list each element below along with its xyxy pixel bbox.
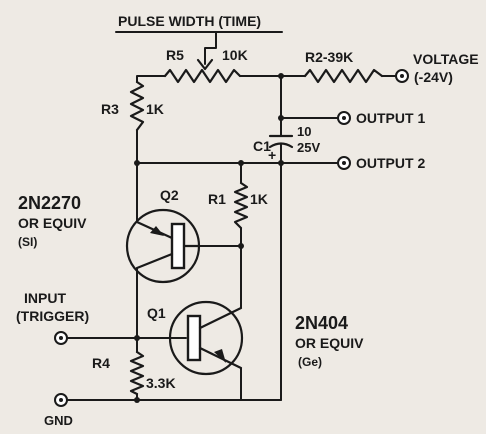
q2-part-label: 2N2270 bbox=[18, 193, 81, 213]
capacitor-c1 bbox=[268, 134, 294, 149]
voltage-label: VOLTAGE bbox=[413, 51, 479, 67]
q1-part-label: 2N404 bbox=[295, 313, 348, 333]
input-trigger-label: (TRIGGER) bbox=[16, 308, 89, 324]
resistor-r4 bbox=[129, 350, 145, 396]
c1-value-label: 10 bbox=[297, 124, 311, 139]
r1-ref-label: R1 bbox=[208, 191, 226, 207]
resistor-r2 bbox=[303, 68, 384, 84]
c1-voltage-label: 25V bbox=[297, 140, 320, 155]
transistor-q2 bbox=[125, 208, 201, 284]
r5-value-label: 10K bbox=[222, 47, 248, 63]
r2-label: R2-39K bbox=[305, 49, 353, 65]
output2-label: OUTPUT 2 bbox=[356, 155, 425, 171]
junction-dot bbox=[238, 243, 244, 249]
resistor-r3 bbox=[129, 80, 145, 132]
output1-label: OUTPUT 1 bbox=[356, 110, 425, 126]
pulse-width-label: PULSE WIDTH (TIME) bbox=[118, 13, 261, 29]
junction-dot bbox=[278, 160, 284, 166]
r3-value-label: 1K bbox=[146, 101, 164, 117]
q2-type-label: (SI) bbox=[18, 235, 37, 249]
input-label: INPUT bbox=[24, 290, 66, 306]
voltage-value-label: (-24V) bbox=[414, 69, 453, 85]
r3-ref-label: R3 bbox=[101, 101, 119, 117]
q2-ref-label: Q2 bbox=[160, 187, 179, 203]
r1-value-label: 1K bbox=[250, 191, 268, 207]
c1-ref-label: C1 bbox=[253, 138, 271, 154]
junction-dot bbox=[134, 397, 140, 403]
gnd-label: GND bbox=[44, 413, 73, 428]
junction-dot bbox=[238, 160, 244, 166]
wire-wiper bbox=[204, 31, 217, 65]
junction-dot bbox=[278, 115, 284, 121]
resistor-r1 bbox=[233, 181, 249, 230]
q1-ref-label: Q1 bbox=[147, 305, 166, 321]
q1-type-label: (Ge) bbox=[298, 355, 322, 369]
transistor-q1 bbox=[168, 300, 244, 376]
wire-top-left bbox=[136, 75, 166, 83]
terminals bbox=[54, 69, 409, 407]
c1-polarity-label: + bbox=[268, 147, 276, 163]
q1-equiv-label: OR EQUIV bbox=[295, 335, 364, 351]
r4-value-label: 3.3K bbox=[146, 375, 176, 391]
junctions bbox=[134, 73, 284, 403]
junction-dot bbox=[278, 73, 284, 79]
wires bbox=[66, 31, 397, 401]
r4-ref-label: R4 bbox=[92, 355, 110, 371]
q2-equiv-label: OR EQUIV bbox=[18, 215, 87, 231]
resistor-r5 bbox=[163, 58, 242, 84]
junction-dot bbox=[134, 335, 140, 341]
junction-dot bbox=[134, 160, 140, 166]
r5-ref-label: R5 bbox=[166, 47, 184, 63]
